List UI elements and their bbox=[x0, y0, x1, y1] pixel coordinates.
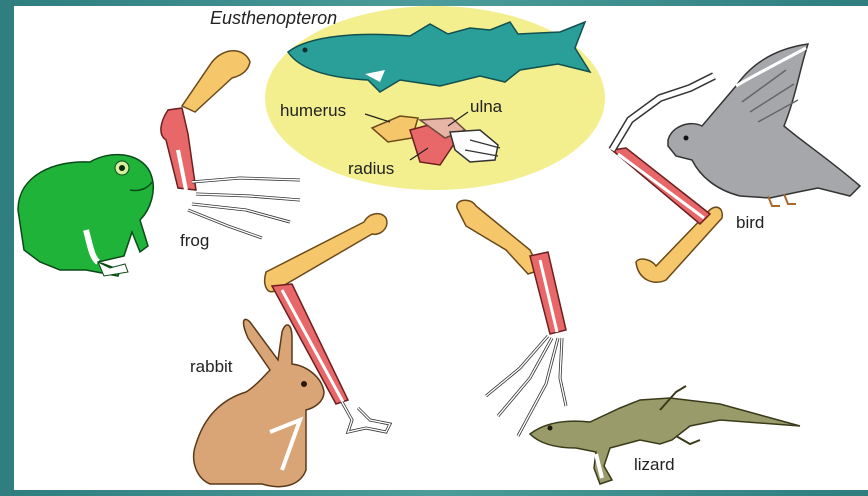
frog bbox=[18, 155, 153, 276]
humerus-label: humerus bbox=[280, 101, 346, 120]
lizard-label: lizard bbox=[634, 455, 675, 474]
radius-label: radius bbox=[348, 159, 394, 178]
ulna-label: ulna bbox=[470, 97, 503, 116]
bird bbox=[668, 44, 860, 206]
frog-label: frog bbox=[180, 231, 209, 250]
rabbit-label: rabbit bbox=[190, 357, 233, 376]
diagram-title: Eusthenopteron bbox=[210, 8, 337, 28]
bird-label: bird bbox=[736, 213, 764, 232]
lizard-arm-bones bbox=[457, 200, 566, 436]
